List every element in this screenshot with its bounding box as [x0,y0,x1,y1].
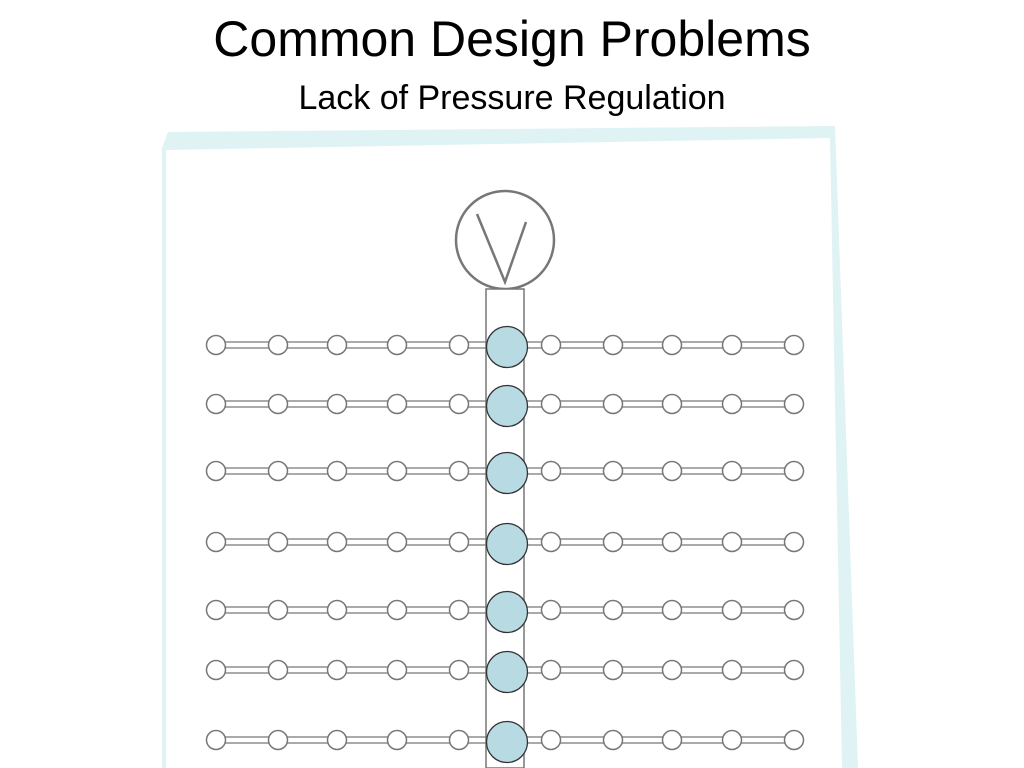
emitter [661,729,683,751]
emitter [540,659,562,681]
lateral-line [205,522,805,566]
lateral-line [205,590,805,634]
slide-subtitle: Lack of Pressure Regulation [298,79,726,117]
emitter [205,729,227,751]
emitter [267,729,289,751]
emitter [267,393,289,415]
emitter [661,460,683,482]
pipe-junction [485,384,529,428]
emitter [267,531,289,553]
emitter [783,729,805,751]
pipe-junction [485,522,529,566]
emitter [448,729,470,751]
emitter [721,729,743,751]
emitter [661,599,683,621]
emitter [602,729,624,751]
valve-v-mark [475,213,528,286]
emitter [326,599,348,621]
emitter [386,729,408,751]
emitter [448,393,470,415]
emitter [721,659,743,681]
lateral-line [205,384,805,428]
emitter [540,393,562,415]
emitter [783,334,805,356]
emitter [205,599,227,621]
emitter [540,729,562,751]
emitter [721,460,743,482]
slide-title: Common Design Problems [213,11,811,67]
emitter [326,393,348,415]
emitter [326,729,348,751]
emitter [448,460,470,482]
emitter [205,460,227,482]
emitter [661,531,683,553]
emitter [386,531,408,553]
emitter [602,393,624,415]
emitter [448,334,470,356]
emitter [602,334,624,356]
emitter [783,659,805,681]
emitter [267,334,289,356]
emitter [205,531,227,553]
emitter [386,393,408,415]
emitter [721,599,743,621]
emitter [386,334,408,356]
emitter [661,334,683,356]
emitter [326,659,348,681]
emitter [602,460,624,482]
emitter [540,460,562,482]
emitter [448,599,470,621]
pipe-junction [485,325,529,369]
emitter [721,334,743,356]
lateral-lines [205,325,805,764]
emitter [783,599,805,621]
lateral-line [205,325,805,369]
emitter [386,659,408,681]
valve-icon [454,189,556,291]
emitter [267,460,289,482]
emitter [661,659,683,681]
pipe-junction [485,590,529,634]
emitter [205,393,227,415]
lateral-line [205,720,805,764]
emitter [448,531,470,553]
emitter [540,334,562,356]
emitter [783,460,805,482]
emitter [386,599,408,621]
pipe-junction [485,720,529,764]
emitter [783,393,805,415]
emitter [783,531,805,553]
pipe-junction [485,451,529,495]
lateral-line [205,650,805,694]
emitter [602,599,624,621]
emitter [326,531,348,553]
emitter [267,599,289,621]
emitter [540,531,562,553]
emitter [721,531,743,553]
lateral-line [205,451,805,495]
emitter [661,393,683,415]
emitter [386,460,408,482]
emitter [205,659,227,681]
emitter [602,531,624,553]
emitter [448,659,470,681]
emitter [602,659,624,681]
emitter [326,460,348,482]
pipe-junction [485,650,529,694]
valve-circle [454,189,556,291]
emitter [267,659,289,681]
emitter [205,334,227,356]
emitter [540,599,562,621]
emitter [721,393,743,415]
emitter [326,334,348,356]
